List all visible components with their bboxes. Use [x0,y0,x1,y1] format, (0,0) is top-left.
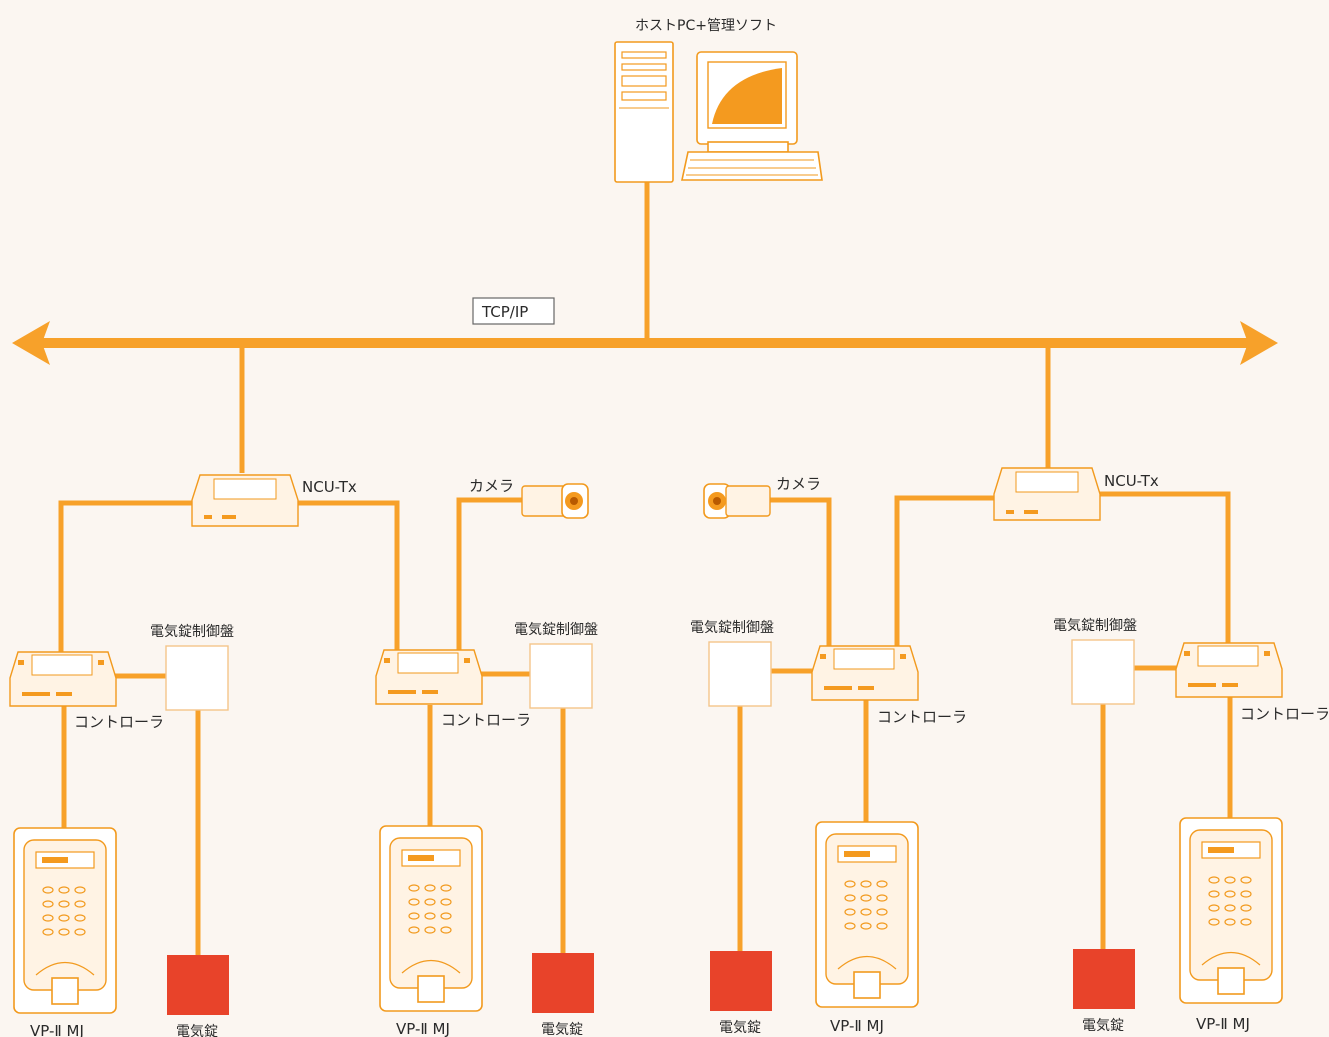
controller-2: コントローラ [375,649,531,729]
lock-panel-3: 電気錠制御盤 [690,620,774,707]
camera-1: カメラ [469,477,589,519]
bus-arrow-right [1240,321,1278,365]
camera-2: カメラ [703,475,821,519]
electric-lock-3: 電気錠 [710,951,772,1036]
controller-4: コントローラ [1175,642,1329,723]
ncu-tx-2-label: NCU-Tx [1104,472,1159,490]
terminal-1-label: VP-Ⅱ MJ [30,1022,84,1037]
electric-lock-4: 電気錠 [1073,949,1135,1034]
ncu-tx-1: NCU-Tx [191,474,357,527]
electric-lock-2: 電気錠 [532,953,594,1037]
electric-lock-1: 電気錠 [167,955,229,1037]
tcpip-label: TCP/IP [481,303,528,321]
terminal-4-label: VP-Ⅱ MJ [1196,1015,1250,1033]
terminal-1: VP-Ⅱ MJ [13,827,117,1037]
ncu-tx-1-label: NCU-Tx [302,478,357,496]
lock-panel-1: 電気錠制御盤 [150,624,234,711]
controller-4-label: コントローラ [1240,705,1329,723]
electric-lock-3-label: 電気錠 [719,1020,761,1036]
lock-panel-2: 電気錠制御盤 [514,622,598,709]
lock-panel-1-label: 電気錠制御盤 [150,624,234,640]
host-pc-label: ホストPC+管理ソフト [635,18,777,34]
wiring [12,182,1278,956]
ncu-tx-2: NCU-Tx [993,467,1159,521]
controller-2-label: コントローラ [441,711,531,729]
electric-lock-4-label: 電気錠 [1082,1018,1124,1034]
camera-2-label: カメラ [776,475,821,493]
host-pc: ホストPC+管理ソフト [614,18,823,183]
lock-panel-4: 電気錠制御盤 [1053,618,1137,705]
terminal-3-label: VP-Ⅱ MJ [830,1017,884,1035]
camera-1-label: カメラ [469,477,514,495]
terminal-3: VP-Ⅱ MJ [815,821,919,1035]
electric-lock-1-label: 電気錠 [176,1024,218,1037]
lock-panel-4-label: 電気錠制御盤 [1053,618,1137,634]
terminal-4: VP-Ⅱ MJ [1179,817,1283,1033]
terminal-2-label: VP-Ⅱ MJ [396,1020,450,1037]
lock-panel-3-label: 電気錠制御盤 [690,620,774,636]
controller-1: コントローラ [9,651,164,731]
controller-3: コントローラ [811,645,967,726]
electric-lock-2-label: 電気錠 [541,1022,583,1037]
bus-arrow-left [12,321,50,365]
lock-panel-2-label: 電気錠制御盤 [514,622,598,638]
tcpip-label-box: TCP/IP [472,297,555,325]
controller-3-label: コントローラ [877,708,967,726]
controller-1-label: コントローラ [74,713,164,731]
terminal-2: VP-Ⅱ MJ [379,825,483,1037]
